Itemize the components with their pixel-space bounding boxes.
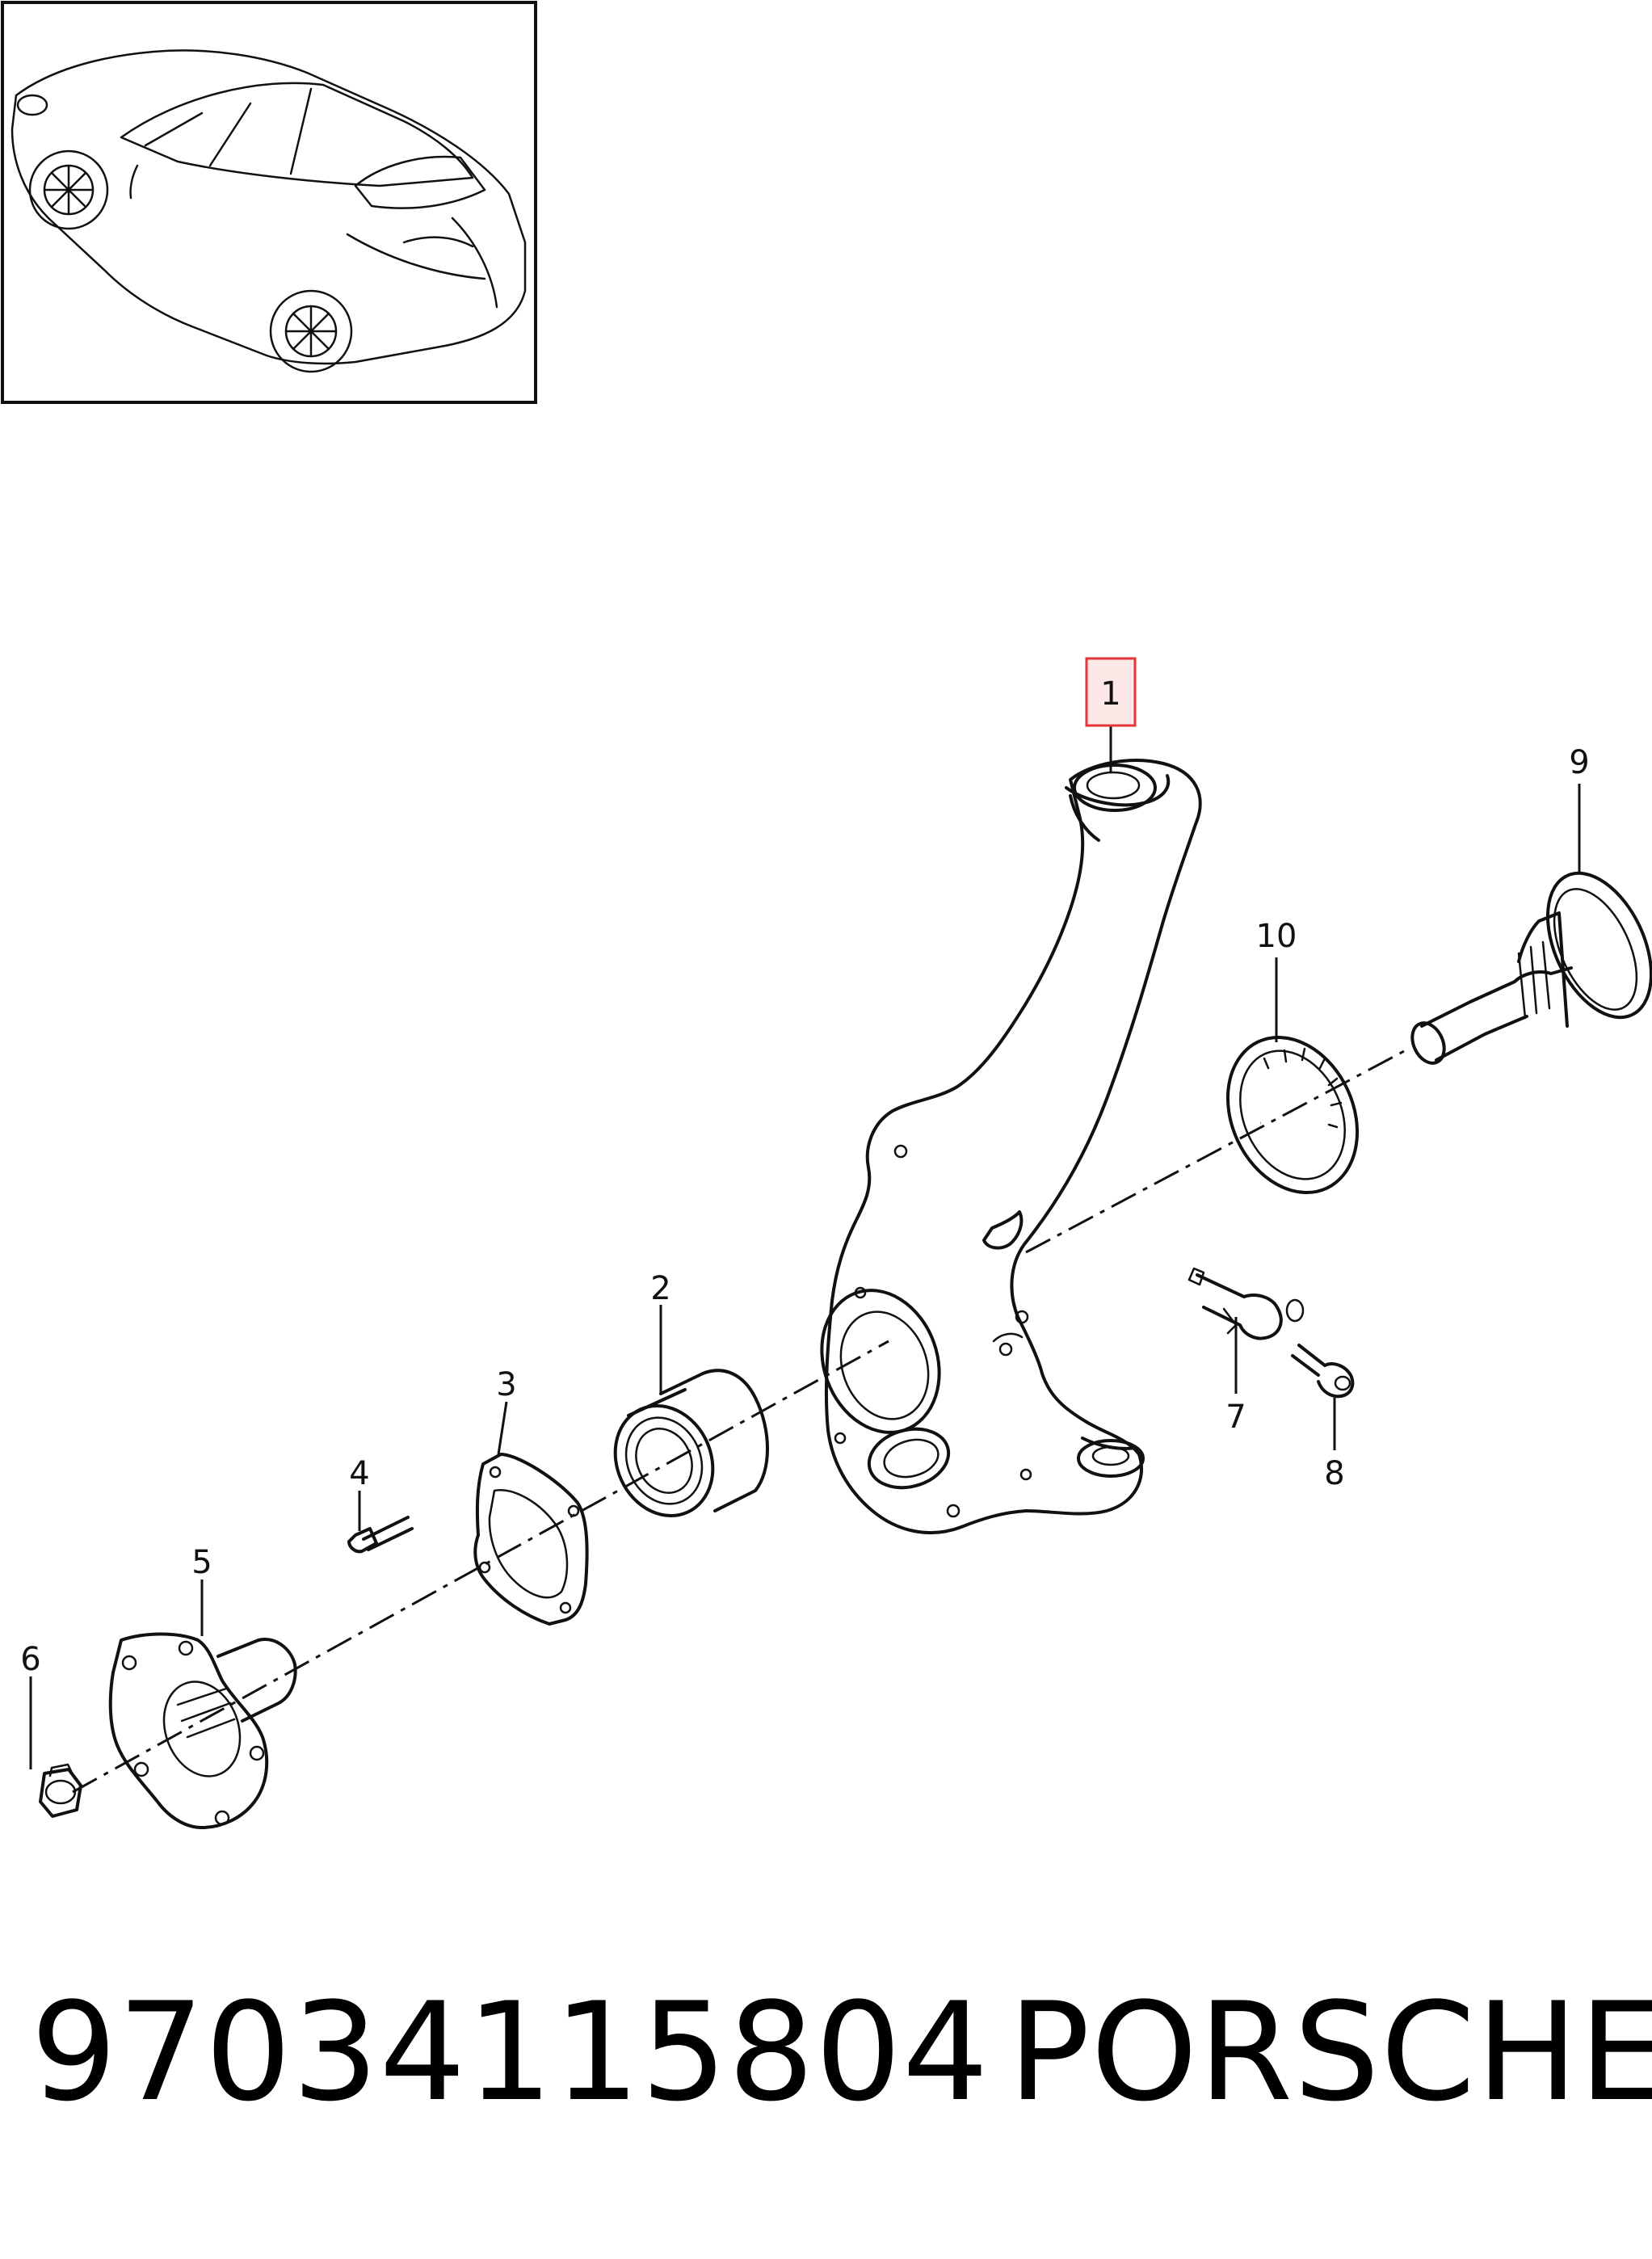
callout-6: 6 (20, 1641, 40, 1678)
wheel-bearing (613, 1369, 769, 1518)
callout-7: 7 (1225, 1399, 1246, 1436)
callout-leaders (29, 726, 1581, 1769)
steering-knuckle (820, 759, 1202, 1535)
cover-plate (473, 1453, 589, 1626)
assembly-axes (72, 1049, 1406, 1794)
speed-sensor (1188, 1267, 1305, 1340)
vehicle-thumbnail (1, 1, 537, 404)
part-number: 97034115804 (31, 1973, 990, 2131)
wheel-hub (108, 1632, 297, 1829)
callout-9: 9 (1569, 744, 1589, 781)
drive-shaft (1410, 871, 1652, 1065)
callout-8: 8 (1324, 1455, 1344, 1492)
callout-10: 10 (1256, 918, 1297, 955)
sensor-ring (1225, 1035, 1360, 1195)
callout-4: 4 (349, 1455, 369, 1492)
sensor-bolt (1291, 1344, 1355, 1399)
brand-name: PORSCHE (1008, 1973, 1652, 2131)
callout-1-highlight (1085, 657, 1137, 727)
callout-5: 5 (191, 1544, 212, 1581)
bolt (347, 1516, 414, 1554)
callout-3: 3 (496, 1366, 516, 1403)
car-illustration (11, 49, 527, 373)
collar-nut (39, 1763, 82, 1818)
callout-1: 1 (1100, 675, 1120, 713)
callout-2: 2 (650, 1270, 670, 1307)
part-footer: 97034115804 PORSCHE (0, 1971, 1652, 2133)
callout-labels: 1 2 3 4 5 6 7 8 9 10 (20, 657, 1590, 1678)
